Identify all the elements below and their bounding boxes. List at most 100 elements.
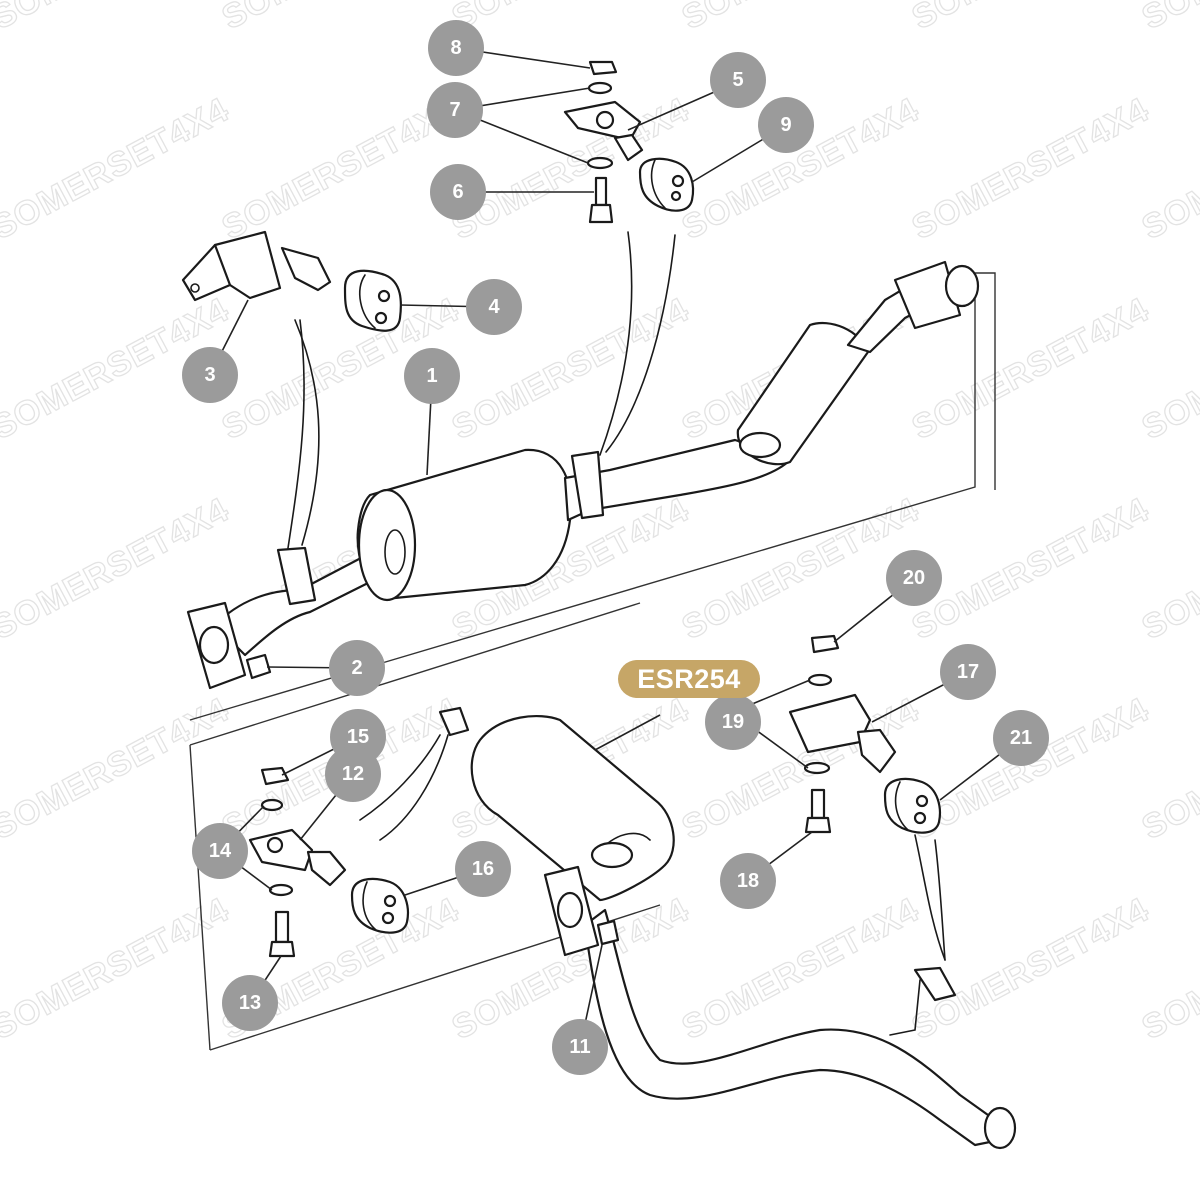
hanger-strap — [359, 734, 441, 821]
callout-label: 20 — [903, 567, 925, 589]
hanger-strap — [599, 231, 633, 456]
callout-19[interactable]: 19 — [705, 694, 761, 750]
watermark: SOMERSET4X4 — [906, 90, 1155, 247]
bolt — [810, 788, 826, 820]
callout-label: 12 — [342, 763, 364, 785]
bolt — [594, 176, 608, 207]
flange-nut — [245, 653, 272, 680]
callout-label: 14 — [209, 840, 232, 862]
watermark: SOMERSET4X4 — [906, 490, 1155, 647]
lower-frame-left-edge — [189, 744, 211, 1051]
callout-12[interactable]: 12 — [325, 746, 381, 802]
rubber-mount — [343, 269, 402, 332]
hanger-strap — [287, 319, 305, 549]
hex-nut — [260, 766, 290, 786]
callout-label: 2 — [351, 657, 362, 679]
callout-label: 19 — [722, 711, 744, 733]
part-code-badge[interactable]: ESR254 — [618, 660, 760, 698]
callout-label: 7 — [449, 99, 460, 121]
mounting-bracket — [181, 230, 332, 302]
rubber-mount — [638, 157, 695, 212]
hanger-strap — [914, 834, 946, 961]
watermark: SOMERSET4X4 — [676, 890, 925, 1047]
watermark: SOMERSET4X4 — [906, 0, 1155, 37]
callout-1[interactable]: 1 — [404, 348, 460, 404]
washer — [803, 761, 831, 775]
hanger-strap — [605, 234, 676, 453]
bolt-head — [268, 940, 296, 958]
callout-label: 9 — [780, 114, 791, 136]
washer — [268, 883, 294, 897]
mid-silencer-box — [736, 321, 870, 466]
hanger-bracket — [248, 828, 347, 887]
callout-16[interactable]: 16 — [455, 841, 511, 897]
callout-label: 5 — [732, 69, 743, 91]
callout-label: 1 — [426, 365, 437, 387]
hanger-bracket — [788, 693, 897, 774]
callout-14[interactable]: 14 — [192, 823, 248, 879]
callout-label: 3 — [204, 364, 215, 386]
hanger-strap — [889, 979, 921, 1036]
washer — [807, 673, 833, 687]
watermark: SOMERSET4X4 — [0, 0, 235, 37]
pipe-clamp — [913, 966, 957, 1002]
callout-11[interactable]: 11 — [552, 1019, 608, 1075]
rear-pipe-upper — [846, 260, 980, 354]
watermark: SOMERSET4X4 — [0, 890, 235, 1047]
callout-6[interactable]: 6 — [430, 164, 486, 220]
callout-2[interactable]: 2 — [329, 640, 385, 696]
watermark: SOMERSET4X4 — [906, 890, 1155, 1047]
rear-tailpipe — [583, 908, 1017, 1150]
watermark: SOMERSET4X4 — [1136, 0, 1200, 37]
lower-frame-top-edge — [189, 602, 641, 746]
callout-label: 11 — [569, 1036, 590, 1058]
washer — [260, 798, 284, 812]
callout-3[interactable]: 3 — [182, 347, 238, 403]
callout-label: 18 — [737, 870, 759, 892]
callout-5[interactable]: 5 — [710, 52, 766, 108]
watermark: SOMERSET4X4 — [216, 0, 465, 37]
rear-silencer — [470, 714, 675, 902]
callout-4[interactable]: 4 — [466, 279, 522, 335]
hex-nut — [810, 634, 840, 654]
pipe-clamp — [570, 450, 605, 520]
callout-label: 4 — [488, 296, 500, 318]
flange-nut — [596, 919, 620, 946]
watermark: SOMERSET4X4 — [0, 90, 235, 247]
callout-label: 8 — [450, 37, 461, 59]
rear-flange — [543, 865, 600, 957]
watermark: SOMERSET4X4 — [0, 690, 235, 847]
callout-9[interactable]: 9 — [758, 97, 814, 153]
washer — [586, 156, 614, 170]
callout-label: 6 — [452, 181, 463, 203]
callout-8[interactable]: 8 — [428, 20, 484, 76]
bolt-head — [588, 203, 614, 224]
pipe-clamp — [438, 706, 470, 737]
hanger-strap — [379, 734, 449, 841]
callout-18[interactable]: 18 — [720, 853, 776, 909]
hanger-strap — [934, 839, 946, 961]
callout-21[interactable]: 21 — [993, 710, 1049, 766]
callout-label: 21 — [1010, 727, 1032, 749]
pipe-clamp — [276, 546, 317, 606]
washer — [587, 81, 613, 95]
part-code-label: ESR254 — [637, 664, 741, 694]
front-silencer — [356, 448, 572, 602]
bolt — [274, 910, 290, 944]
callout-20[interactable]: 20 — [886, 550, 942, 606]
rubber-mount — [350, 877, 409, 934]
hex-nut — [588, 60, 618, 76]
callout-label: 15 — [347, 726, 369, 748]
callout-label: 17 — [957, 661, 979, 683]
callout-label: 13 — [239, 992, 261, 1014]
watermark: SOMERSET4X4 — [676, 0, 925, 37]
hanger-bracket — [563, 100, 644, 162]
callout-7[interactable]: 7 — [427, 82, 483, 138]
bolt-head — [804, 816, 832, 834]
callout-13[interactable]: 13 — [222, 975, 278, 1031]
callout-label: 16 — [472, 858, 494, 880]
hanger-strap — [294, 319, 320, 546]
callout-17[interactable]: 17 — [940, 644, 996, 700]
